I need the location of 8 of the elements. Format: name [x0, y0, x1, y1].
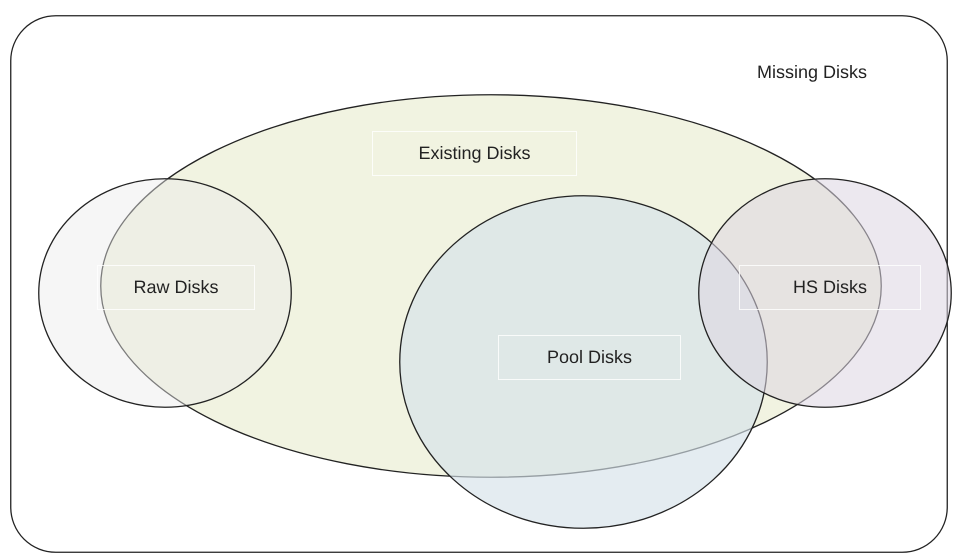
- set-ellipse: [100, 94, 882, 478]
- set-label: Existing Disks: [372, 131, 577, 176]
- set-label: Raw Disks: [97, 265, 255, 310]
- set-label: Missing Disks: [756, 60, 868, 84]
- set-label: HS Disks: [739, 265, 921, 310]
- set-label: Pool Disks: [498, 335, 681, 380]
- set-circle: [698, 178, 952, 408]
- set-circle: [38, 178, 292, 408]
